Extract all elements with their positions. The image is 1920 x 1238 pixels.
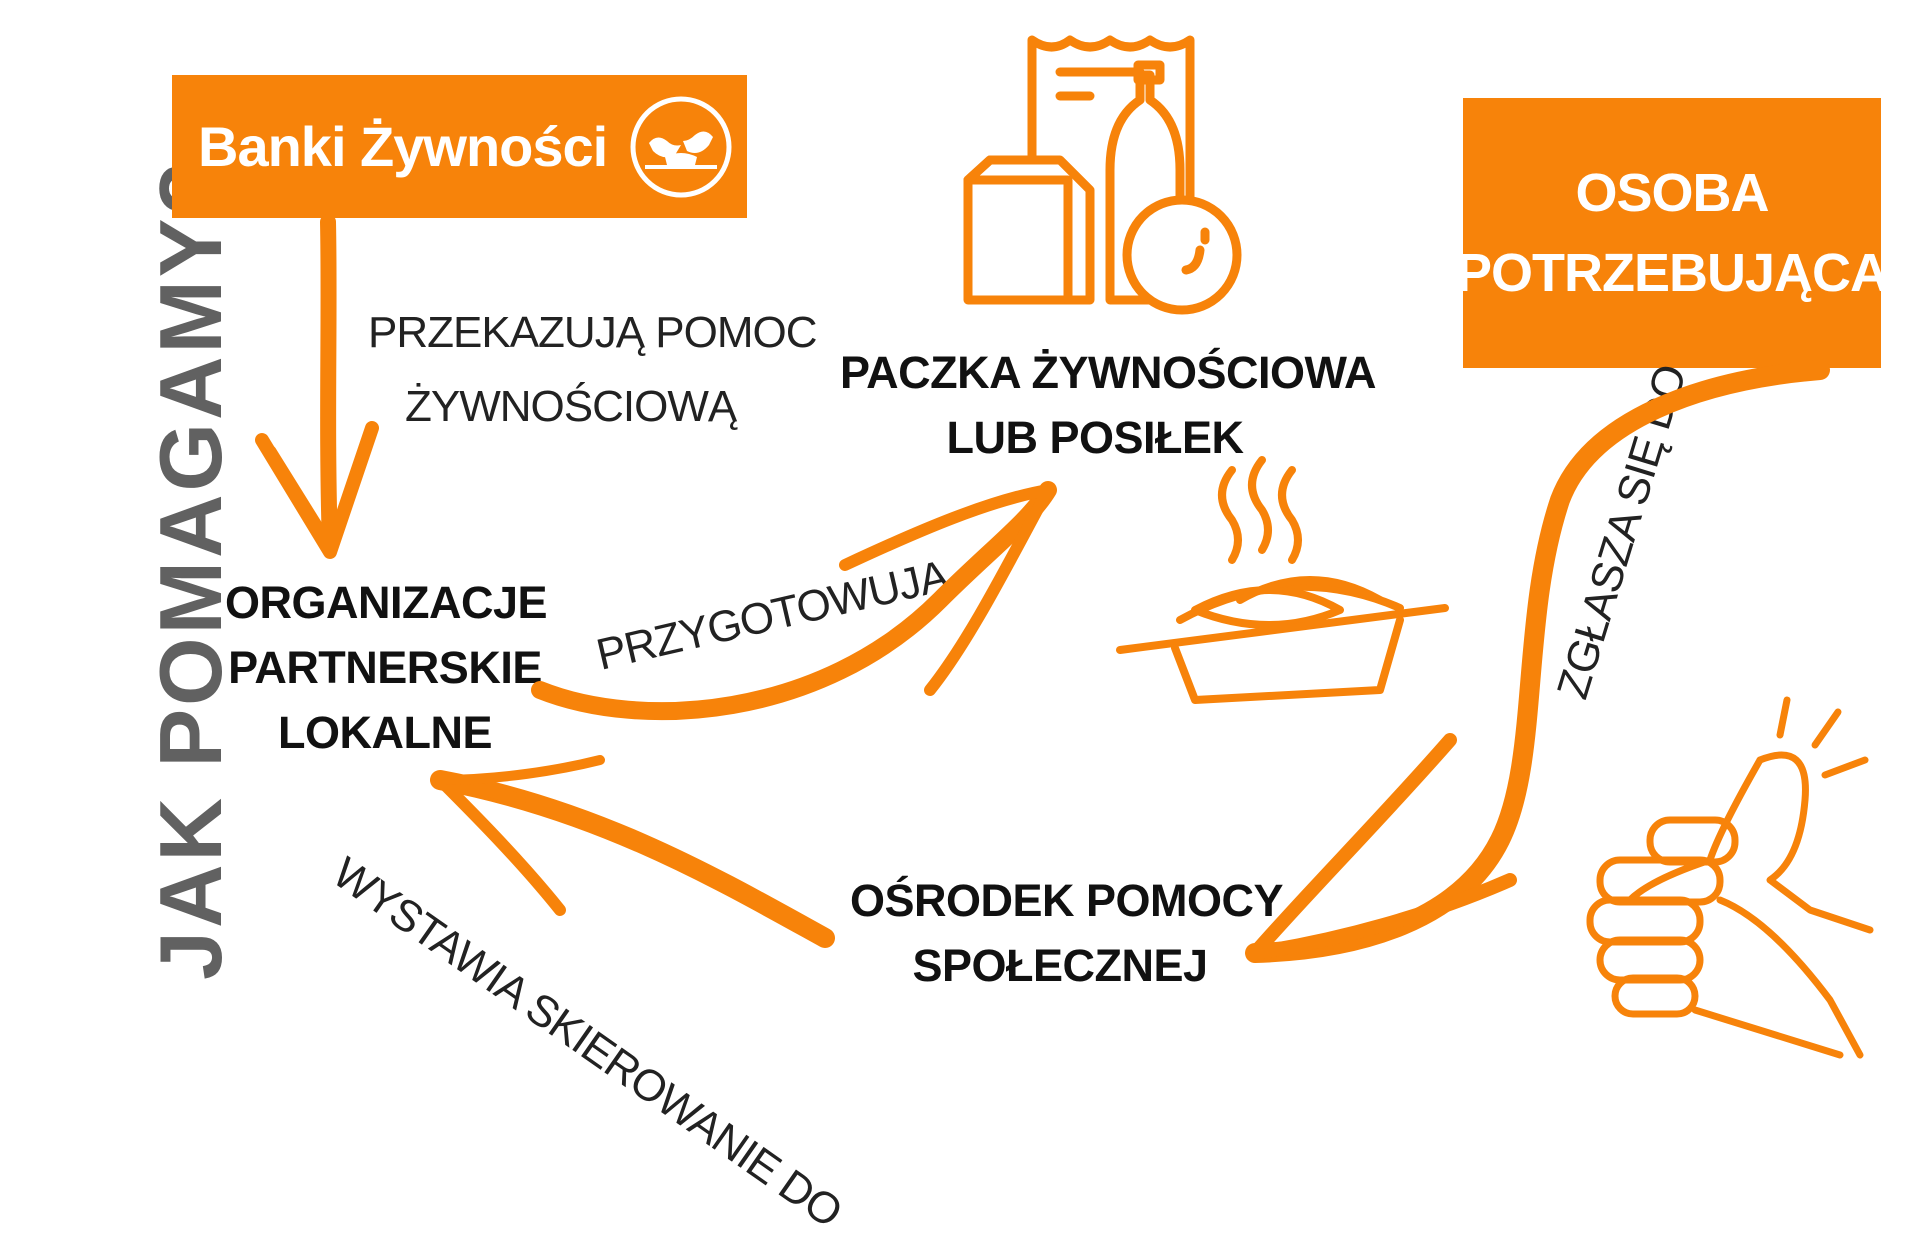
osoba-box: OSOBA POTRZEBUJĄCA	[1456, 98, 1889, 368]
organizacje-line3: LOKALNE	[278, 707, 493, 758]
arrow-osoba-to-osrodek	[1245, 360, 1830, 963]
paczka-node: PACZKA ŻYWNOŚCIOWA LUB POSIŁEK	[840, 340, 1376, 470]
organizacje-line2: PARTNERSKIE	[228, 642, 542, 693]
osrodek-line1: OŚRODEK POMOCY	[850, 875, 1284, 926]
arrow-osrodek-to-organizacje	[430, 755, 835, 948]
paczka-line1: PACZKA ŻYWNOŚCIOWA	[840, 347, 1376, 398]
osrodek-node: OŚRODEK POMOCY SPOŁECZNEJ	[850, 868, 1284, 998]
osrodek-line2: SPOŁECZNEJ	[912, 940, 1208, 991]
arrow-organizacje-to-paczka	[531, 481, 1057, 721]
paczka-line2: LUB POSIŁEK	[946, 412, 1244, 463]
food-bank-logo-icon	[630, 96, 732, 197]
banki-label: Banki Żywności	[198, 115, 608, 178]
organizacje-line1: ORGANIZACJE	[225, 577, 548, 628]
organizacje-node: ORGANIZACJE PARTNERSKIE LOKALNE	[225, 570, 548, 765]
edge-przekazuja-line2: ŻYWNOŚCIOWĄ	[405, 382, 737, 431]
osoba-line2: POTRZEBUJĄCA	[1455, 243, 1889, 303]
thumbs-up-icon	[1586, 696, 1874, 1059]
groceries-icon	[963, 35, 1242, 315]
banki-box: Banki Żywności	[172, 75, 747, 218]
edge-przekazuja-line1: PRZEKAZUJĄ POMOC	[368, 308, 817, 357]
osoba-line1: OSOBA	[1575, 163, 1769, 223]
hot-meal-icon	[1116, 456, 1449, 704]
arrow-banki-to-organizacje	[255, 214, 379, 559]
diagram-graphics	[255, 35, 1874, 1059]
